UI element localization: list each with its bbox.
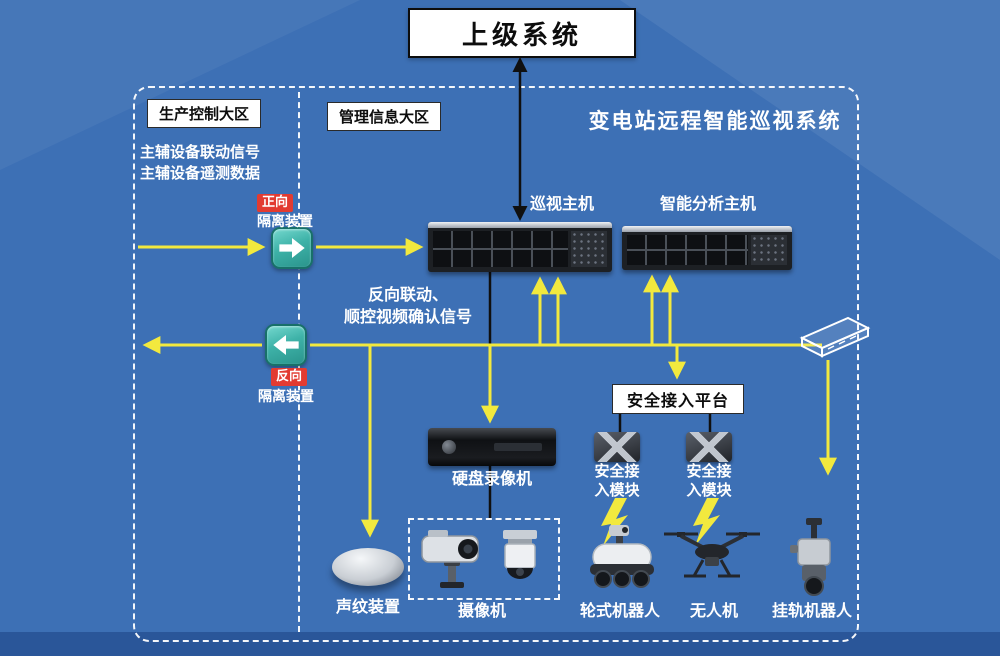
- server-drive-bays: [433, 231, 568, 267]
- voiceprint-device: [332, 548, 404, 586]
- camera-label: 摄像机: [457, 601, 506, 620]
- reverse-signal-line2: 顺控视频确认信号: [343, 307, 472, 326]
- security-module-label-2: 安全接入模块: [686, 462, 732, 499]
- light-band-top-left: [0, 0, 360, 170]
- lightning-bolts: [601, 498, 720, 546]
- lightning-bolt-icon: [601, 498, 628, 546]
- server-top-edge: [622, 226, 792, 232]
- camera-group-box: [408, 518, 560, 600]
- security-module-device-1: [594, 432, 640, 462]
- security-module-device-2: [686, 432, 732, 462]
- forward-isolation-icon: [271, 227, 313, 269]
- voiceprint-label: 声纹装置: [335, 597, 400, 616]
- server-top-edge: [428, 222, 612, 228]
- zone-label-management-text: 管理信息大区: [338, 108, 429, 126]
- wheeled-robot-image: [590, 525, 654, 588]
- right-arrow-glyph: [279, 238, 305, 258]
- drone-label: 无人机: [689, 601, 738, 620]
- superior-system-box: 上级系统: [408, 8, 636, 58]
- ptz-camera-image: [421, 530, 479, 588]
- analysis-host-device: [622, 226, 792, 270]
- security-module-label-1: 安全接入模块: [594, 462, 640, 499]
- light-band-top-right: [620, 0, 1000, 260]
- server-drive-bays: [627, 235, 748, 265]
- security-platform-box: 安全接入平台: [612, 384, 744, 414]
- bottom-bar: [0, 632, 1000, 656]
- switch-side-face: [801, 336, 823, 358]
- drone-image: [664, 532, 760, 578]
- wheel-robot-label: 轮式机器人: [579, 601, 660, 620]
- rail-robot-label: 挂轨机器人: [771, 601, 852, 620]
- reverse-isolation-name: 隔离装置: [258, 389, 314, 405]
- forward-isolation-tag: 正向: [257, 194, 294, 212]
- rail-robot-image: [790, 518, 831, 596]
- dvr-device: [428, 428, 556, 466]
- network-switch-icon: [799, 316, 871, 358]
- inspection-host-device: [428, 222, 612, 272]
- black-connectors: [488, 57, 712, 518]
- yellow-connectors: [138, 238, 837, 538]
- superior-system-label: 上级系统: [461, 20, 582, 51]
- left-arrow-glyph: [273, 335, 299, 355]
- zone-outer-border: [133, 86, 859, 642]
- dome-camera-image: [503, 530, 537, 579]
- production-signal-2: 主辅设备遥测数据: [140, 164, 261, 182]
- zone-label-management: 管理信息大区: [327, 102, 441, 131]
- lightning-bolt-icon: [693, 498, 720, 546]
- forward-isolation-name: 隔离装置: [257, 214, 313, 230]
- dvr-label: 硬盘录像机: [451, 469, 532, 488]
- server-side-panel: [751, 235, 787, 265]
- zone-label-production-text: 生产控制大区: [158, 105, 249, 123]
- analysis-host-label: 智能分析主机: [659, 194, 756, 213]
- switch-ports: [827, 335, 857, 350]
- reverse-isolation-icon: [265, 324, 307, 366]
- reverse-signal-line1: 反向联动、: [367, 285, 448, 304]
- inspection-host-label: 巡视主机: [529, 194, 594, 213]
- server-side-panel: [571, 231, 607, 267]
- production-signal-1: 主辅设备联动信号: [140, 143, 261, 161]
- system-title: 变电站远程智能巡视系统: [588, 109, 842, 133]
- security-platform-label: 安全接入平台: [626, 391, 729, 410]
- zone-label-production: 生产控制大区: [147, 99, 261, 128]
- reverse-isolation-tag: 反向: [271, 368, 308, 386]
